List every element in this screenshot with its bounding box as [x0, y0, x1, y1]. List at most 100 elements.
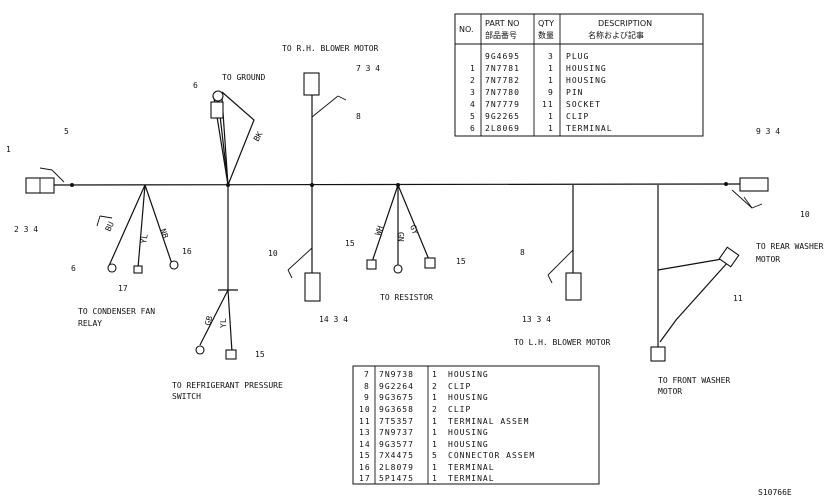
svg-text:3: 3 [470, 88, 476, 97]
label-refrigerant-1: TO REFRIGERANT PRESSURE [172, 381, 283, 390]
svg-text:1: 1 [432, 428, 438, 437]
table-row: 11 7T5357 1 TERMINAL ASSEM [359, 417, 529, 426]
callout-10b: 10 [268, 249, 278, 258]
svg-text:2L8079: 2L8079 [379, 463, 414, 472]
svg-text:1: 1 [548, 76, 554, 85]
svg-text:2: 2 [432, 382, 438, 391]
svg-text:CLIP: CLIP [448, 382, 471, 391]
wire-code-bk: BK [252, 130, 265, 143]
callout-1: 1 [6, 145, 11, 154]
svg-text:9G3577: 9G3577 [379, 440, 414, 449]
th-part-no-jp: 部品番号 [485, 30, 517, 40]
housing-14-branch [287, 185, 321, 302]
wire-code-nb: NB [158, 228, 170, 240]
wire-code-gn: GN [396, 232, 405, 242]
svg-text:SOCKET: SOCKET [566, 100, 601, 109]
svg-text:1: 1 [432, 440, 438, 449]
svg-text:1: 1 [470, 64, 476, 73]
svg-text:17: 17 [359, 474, 371, 483]
th-desc-jp: 名称および記事 [588, 30, 644, 40]
svg-text:5P1475: 5P1475 [379, 474, 414, 483]
table-row: 7 7N9738 1 HOUSING [364, 370, 489, 379]
callout-15b: 15 [456, 257, 466, 266]
callout-10a: 10 [800, 210, 810, 219]
svg-text:7N7779: 7N7779 [485, 100, 520, 109]
table-row: 14 9G3577 1 HOUSING [359, 440, 488, 449]
wire-code-gb: GB [203, 315, 214, 327]
label-condenser-1: TO CONDENSER FAN [78, 307, 155, 316]
svg-text:7N7780: 7N7780 [485, 88, 520, 97]
resistor-branch [366, 184, 436, 274]
svg-text:1: 1 [548, 124, 554, 133]
rh-blower-branch [303, 72, 347, 185]
svg-text:7N9737: 7N9737 [379, 428, 414, 437]
callout-16: 16 [182, 247, 192, 256]
table-row: 17 5P1475 1 TERMINAL [359, 474, 495, 483]
destination-labels: TO R.H. BLOWER MOTOR TO GROUND TO REAR W… [78, 44, 824, 497]
table-row: 2 7N7782 1 HOUSING [470, 76, 606, 85]
svg-text:CONNECTOR ASSEM: CONNECTOR ASSEM [448, 451, 535, 460]
svg-text:1: 1 [548, 64, 554, 73]
svg-text:7N9738: 7N9738 [379, 370, 414, 379]
svg-text:15: 15 [359, 451, 371, 460]
svg-text:1: 1 [432, 474, 438, 483]
svg-text:7N7782: 7N7782 [485, 76, 520, 85]
svg-text:9: 9 [548, 88, 554, 97]
table-row: 5 9G2265 1 CLIP [470, 112, 589, 121]
svg-text:2: 2 [470, 76, 476, 85]
svg-text:TERMINAL ASSEM: TERMINAL ASSEM [448, 417, 529, 426]
label-rh-blower: TO R.H. BLOWER MOTOR [282, 44, 379, 53]
callout-7-3-4: 7 3 4 [356, 64, 380, 73]
svg-text:HOUSING: HOUSING [448, 370, 489, 379]
table-row: 8 9G2264 2 CLIP [364, 382, 471, 391]
svg-text:5: 5 [432, 451, 438, 460]
svg-text:PIN: PIN [566, 88, 583, 97]
callout-11: 11 [733, 294, 743, 303]
svg-text:1: 1 [432, 463, 438, 472]
front-washer-branch [650, 185, 740, 362]
svg-text:16: 16 [359, 463, 371, 472]
callout-13-3-4: 13 3 4 [522, 315, 551, 324]
wire-code-yl2: YL [219, 318, 228, 328]
th-no: NO. [459, 25, 474, 34]
svg-text:13: 13 [359, 428, 371, 437]
callout-8b: 8 [520, 248, 525, 257]
wire-code-yl: YL [139, 233, 150, 244]
wire-code-bu: BU [104, 220, 116, 233]
svg-text:10: 10 [359, 405, 371, 414]
label-lh-blower: TO L.H. BLOWER MOTOR [514, 338, 611, 347]
label-resistor: TO RESISTOR [380, 293, 433, 302]
ground-branch [210, 90, 255, 186]
svg-text:7X4475: 7X4475 [379, 451, 414, 460]
figure-id: S10766E [758, 488, 792, 497]
table-row: 9G4695 3 PLUG [485, 52, 589, 61]
svg-text:CLIP: CLIP [566, 112, 589, 121]
svg-text:7N7781: 7N7781 [485, 64, 520, 73]
callout-numbers: 1 2 3 4 5 6 6 7 3 4 8 8 9 3 4 10 10 11 1… [6, 64, 810, 359]
svg-text:TERMINAL: TERMINAL [566, 124, 613, 133]
svg-text:HOUSING: HOUSING [448, 393, 489, 402]
svg-text:9G2264: 9G2264 [379, 382, 414, 391]
lh-blower-branch [547, 185, 582, 301]
svg-text:3: 3 [548, 52, 554, 61]
svg-text:9G3675: 9G3675 [379, 393, 414, 402]
svg-text:2L8069: 2L8069 [485, 124, 520, 133]
svg-text:14: 14 [359, 440, 371, 449]
callout-14-3-4: 14 3 4 [319, 315, 348, 324]
svg-text:11: 11 [359, 417, 371, 426]
table-row: 13 7N9737 1 HOUSING [359, 428, 488, 437]
svg-text:9G3658: 9G3658 [379, 405, 414, 414]
svg-text:5: 5 [470, 112, 476, 121]
svg-text:TERMINAL: TERMINAL [448, 474, 495, 483]
table-row: 9 9G3675 1 HOUSING [364, 393, 489, 402]
svg-text:PLUG: PLUG [566, 52, 589, 61]
label-ground: TO GROUND [222, 73, 266, 82]
callout-15a: 15 [345, 239, 355, 248]
svg-text:HOUSING: HOUSING [566, 64, 607, 73]
label-rear-washer-1: TO REAR WASHER [756, 242, 824, 251]
svg-text:TERMINAL: TERMINAL [448, 463, 495, 472]
svg-text:9G4695: 9G4695 [485, 52, 520, 61]
wire-code-gy: GY [408, 224, 420, 236]
callout-8a: 8 [356, 112, 361, 121]
table-row: 4 7N7779 11 SOCKET [470, 100, 601, 109]
